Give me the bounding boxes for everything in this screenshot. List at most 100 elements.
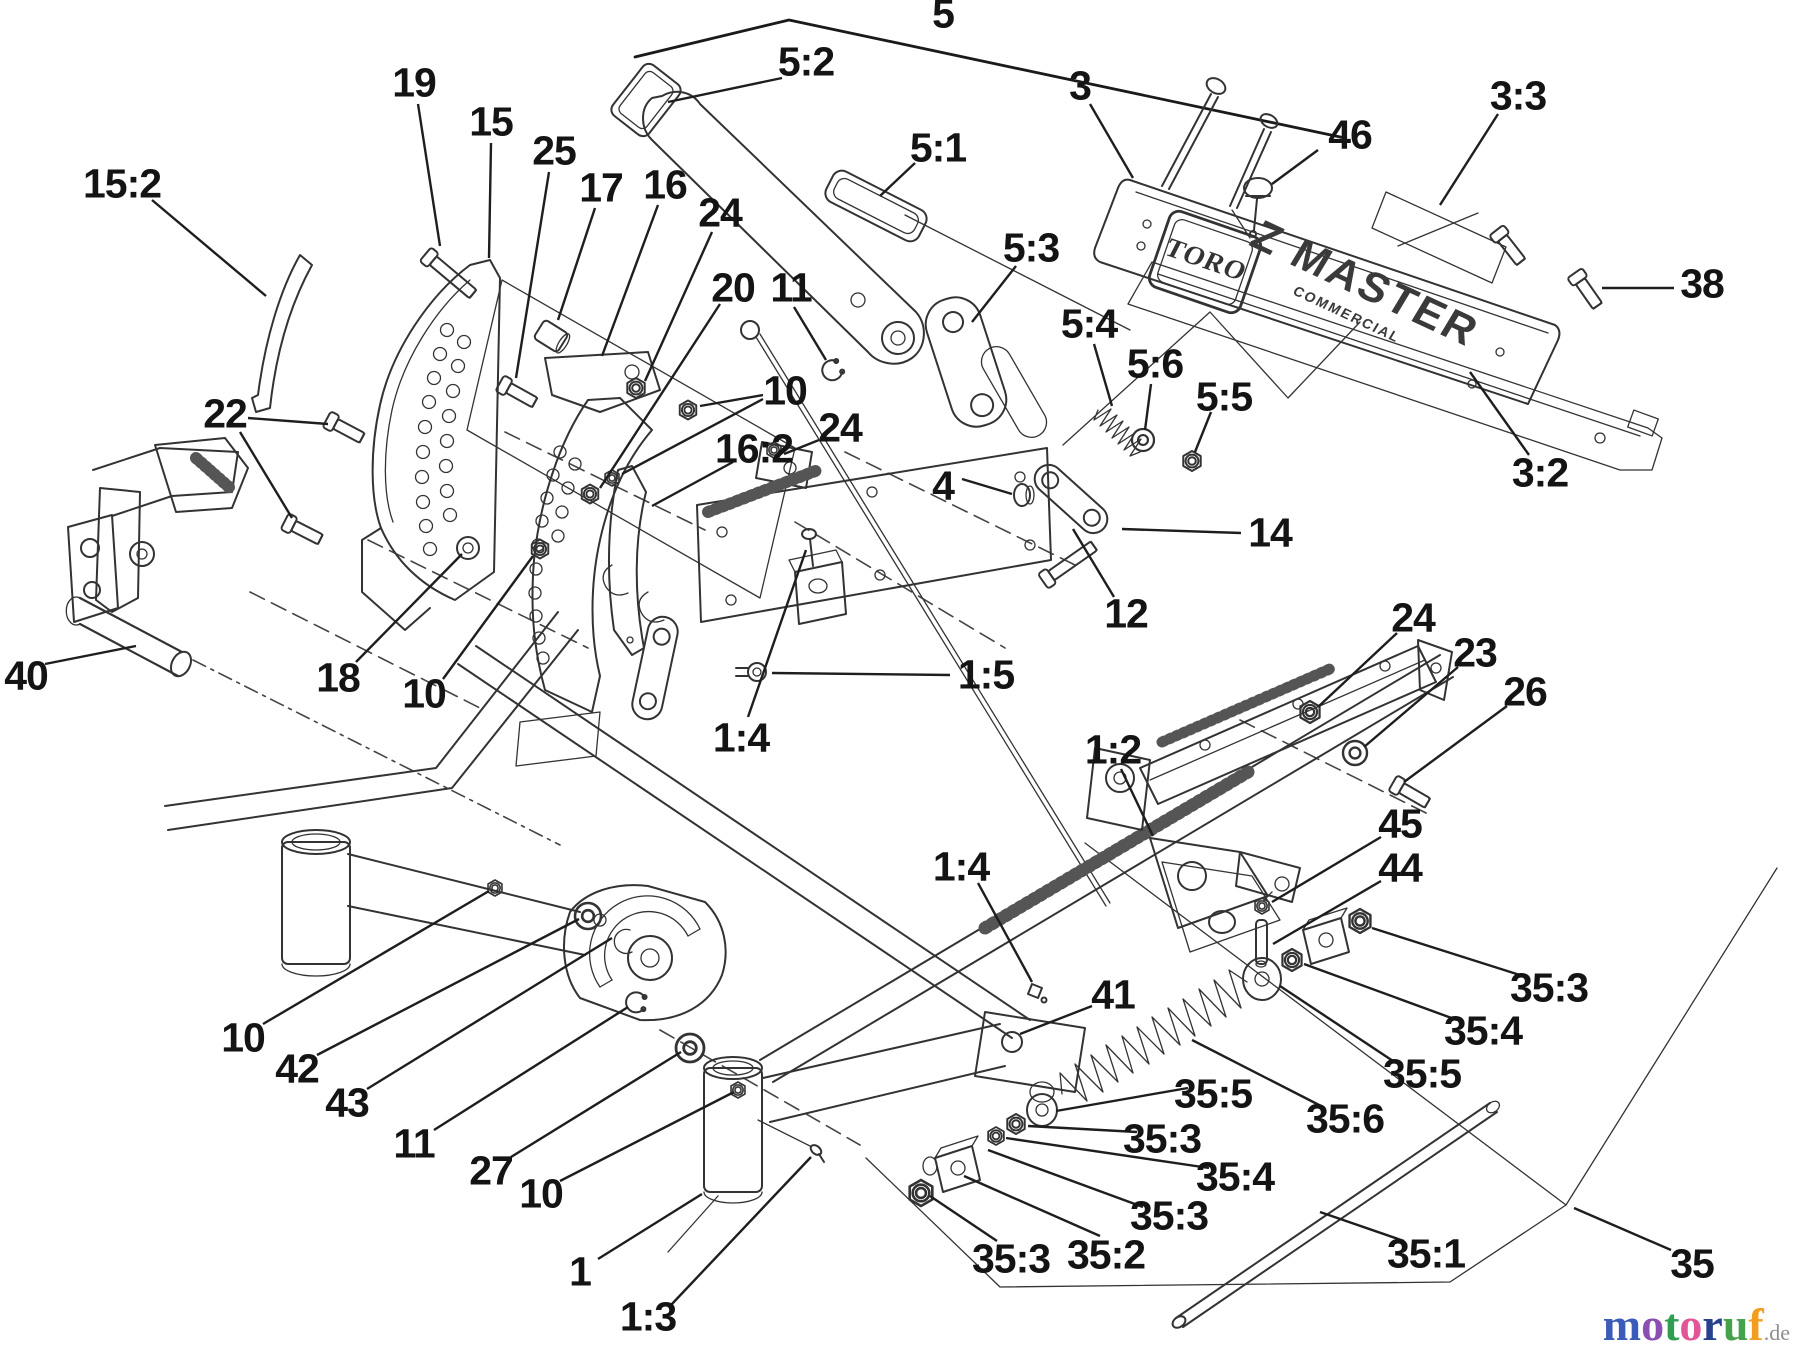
hardware-bottom-left: [487, 879, 746, 1099]
leader-line: [971, 265, 1017, 323]
motoruf-logo-text: motoruf: [1602, 1299, 1764, 1350]
leader-line: [597, 1192, 703, 1261]
leader-line: [598, 303, 722, 489]
leader-line: [1121, 527, 1242, 535]
leader-line: [1403, 705, 1508, 783]
callout-18: 18: [316, 654, 361, 701]
leader-line: [643, 231, 714, 382]
callout-15-2: 15:2: [82, 160, 162, 207]
callout-5-3: 5:3: [1002, 224, 1060, 271]
callout-35-3: 35:3: [1122, 1115, 1202, 1162]
leader-line: [976, 882, 1034, 983]
part-mount-plate: [696, 447, 1052, 623]
leader-line: [151, 199, 267, 297]
callout-5-6: 5:6: [1126, 340, 1184, 387]
leader-line: [1272, 879, 1382, 946]
part-spring-large: [1059, 969, 1248, 1102]
part-quadrant-plate-right: [528, 351, 661, 713]
leader-line: [961, 477, 1013, 496]
part-caster-post-left: [281, 829, 351, 977]
part-frame: [164, 447, 1454, 1253]
leader-line: [355, 553, 463, 663]
callout-40: 40: [4, 652, 49, 699]
leader-line: [1193, 411, 1213, 453]
callout-35-3: 35:3: [971, 1235, 1051, 1282]
leader-line: [510, 1050, 682, 1159]
part-strip-15-2: [251, 254, 313, 413]
callout-24: 24: [698, 189, 743, 236]
part-backing-panel: [466, 279, 796, 599]
part-panel-bar: [1127, 261, 1663, 471]
leader-line: [1071, 528, 1116, 598]
leader-line: [1005, 1136, 1210, 1170]
callout-3: 3: [1069, 62, 1092, 109]
callout-35-3: 35:3: [1509, 964, 1589, 1011]
callout-1-4: 1:4: [932, 843, 990, 890]
callout-1-2: 1:2: [1084, 726, 1142, 773]
leader-line: [1055, 1086, 1189, 1113]
part-hanger-link: [602, 564, 679, 721]
leader-line: [316, 917, 580, 1057]
callout-35: 35: [1670, 1240, 1715, 1287]
leader-line: [1019, 1004, 1093, 1036]
leader-line: [699, 393, 764, 408]
callout-5-5: 5:5: [1195, 373, 1253, 420]
part-spring-small: [1093, 408, 1142, 457]
leader-line: [1363, 666, 1459, 748]
callout-27: 27: [469, 1147, 514, 1194]
leader-line: [771, 671, 951, 677]
leader-line: [1191, 1038, 1322, 1108]
leader-line: [514, 171, 551, 379]
part-pin-1-4: [1027, 983, 1048, 1004]
callout-35-3: 35:3: [1129, 1192, 1209, 1239]
leader-line: [44, 644, 137, 666]
callout-10: 10: [763, 367, 808, 414]
leader-line: [746, 549, 808, 718]
motoruf-domain-suffix: .de: [1763, 1320, 1790, 1345]
motoruf-watermark: motoruf.de: [1603, 1298, 1790, 1351]
callout-17: 17: [579, 164, 624, 211]
leader-line: [1303, 962, 1458, 1022]
leader-line: [929, 1195, 998, 1242]
leader-line: [963, 1174, 1101, 1238]
leader-line: [1119, 768, 1155, 837]
callout-35-4: 35:4: [1443, 1007, 1523, 1054]
leader-line: [621, 397, 764, 476]
callout-3-2: 3:2: [1511, 449, 1569, 496]
leader-line: [1371, 926, 1524, 978]
part-caster-post-front: [667, 1056, 763, 1253]
callout-35-5: 35:5: [1173, 1070, 1253, 1117]
part-channel-1-2: [1086, 639, 1453, 831]
leader-line: [987, 1148, 1144, 1209]
leader-line: [559, 1090, 735, 1183]
leader-line: [1469, 371, 1530, 456]
leader-line: [442, 555, 534, 680]
callout-22: 22: [203, 390, 248, 437]
hardware-panel-screws: [1161, 77, 1606, 313]
leader-line: [879, 162, 916, 197]
part-hub-plate: [563, 884, 727, 1022]
part-trunnion-left: [908, 1093, 1058, 1208]
leader-line: [1279, 985, 1397, 1064]
leader-line: [1271, 149, 1319, 185]
leader-line: [416, 103, 442, 247]
callout-24: 24: [818, 404, 863, 451]
part-pad-top: [610, 62, 682, 138]
part-quadrant-plate-left: [361, 259, 501, 631]
callout-24: 24: [1391, 594, 1436, 641]
callout-4: 4: [932, 462, 955, 509]
callout-1-5: 1:5: [957, 651, 1015, 698]
callout-10: 10: [402, 670, 447, 717]
leader-line: [670, 1156, 812, 1306]
callout-1-3: 1:3: [619, 1293, 677, 1340]
leader-line: [1319, 1210, 1405, 1243]
callout-10: 10: [221, 1014, 266, 1061]
callout-11: 11: [770, 264, 812, 311]
callout-3-3: 3:3: [1489, 72, 1547, 119]
callout-5-1: 5:1: [909, 124, 967, 171]
callout-42: 42: [275, 1045, 320, 1092]
leader-line: [1317, 632, 1398, 708]
callout-35-5: 35:5: [1382, 1050, 1462, 1097]
callout-5: 5: [932, 0, 955, 37]
